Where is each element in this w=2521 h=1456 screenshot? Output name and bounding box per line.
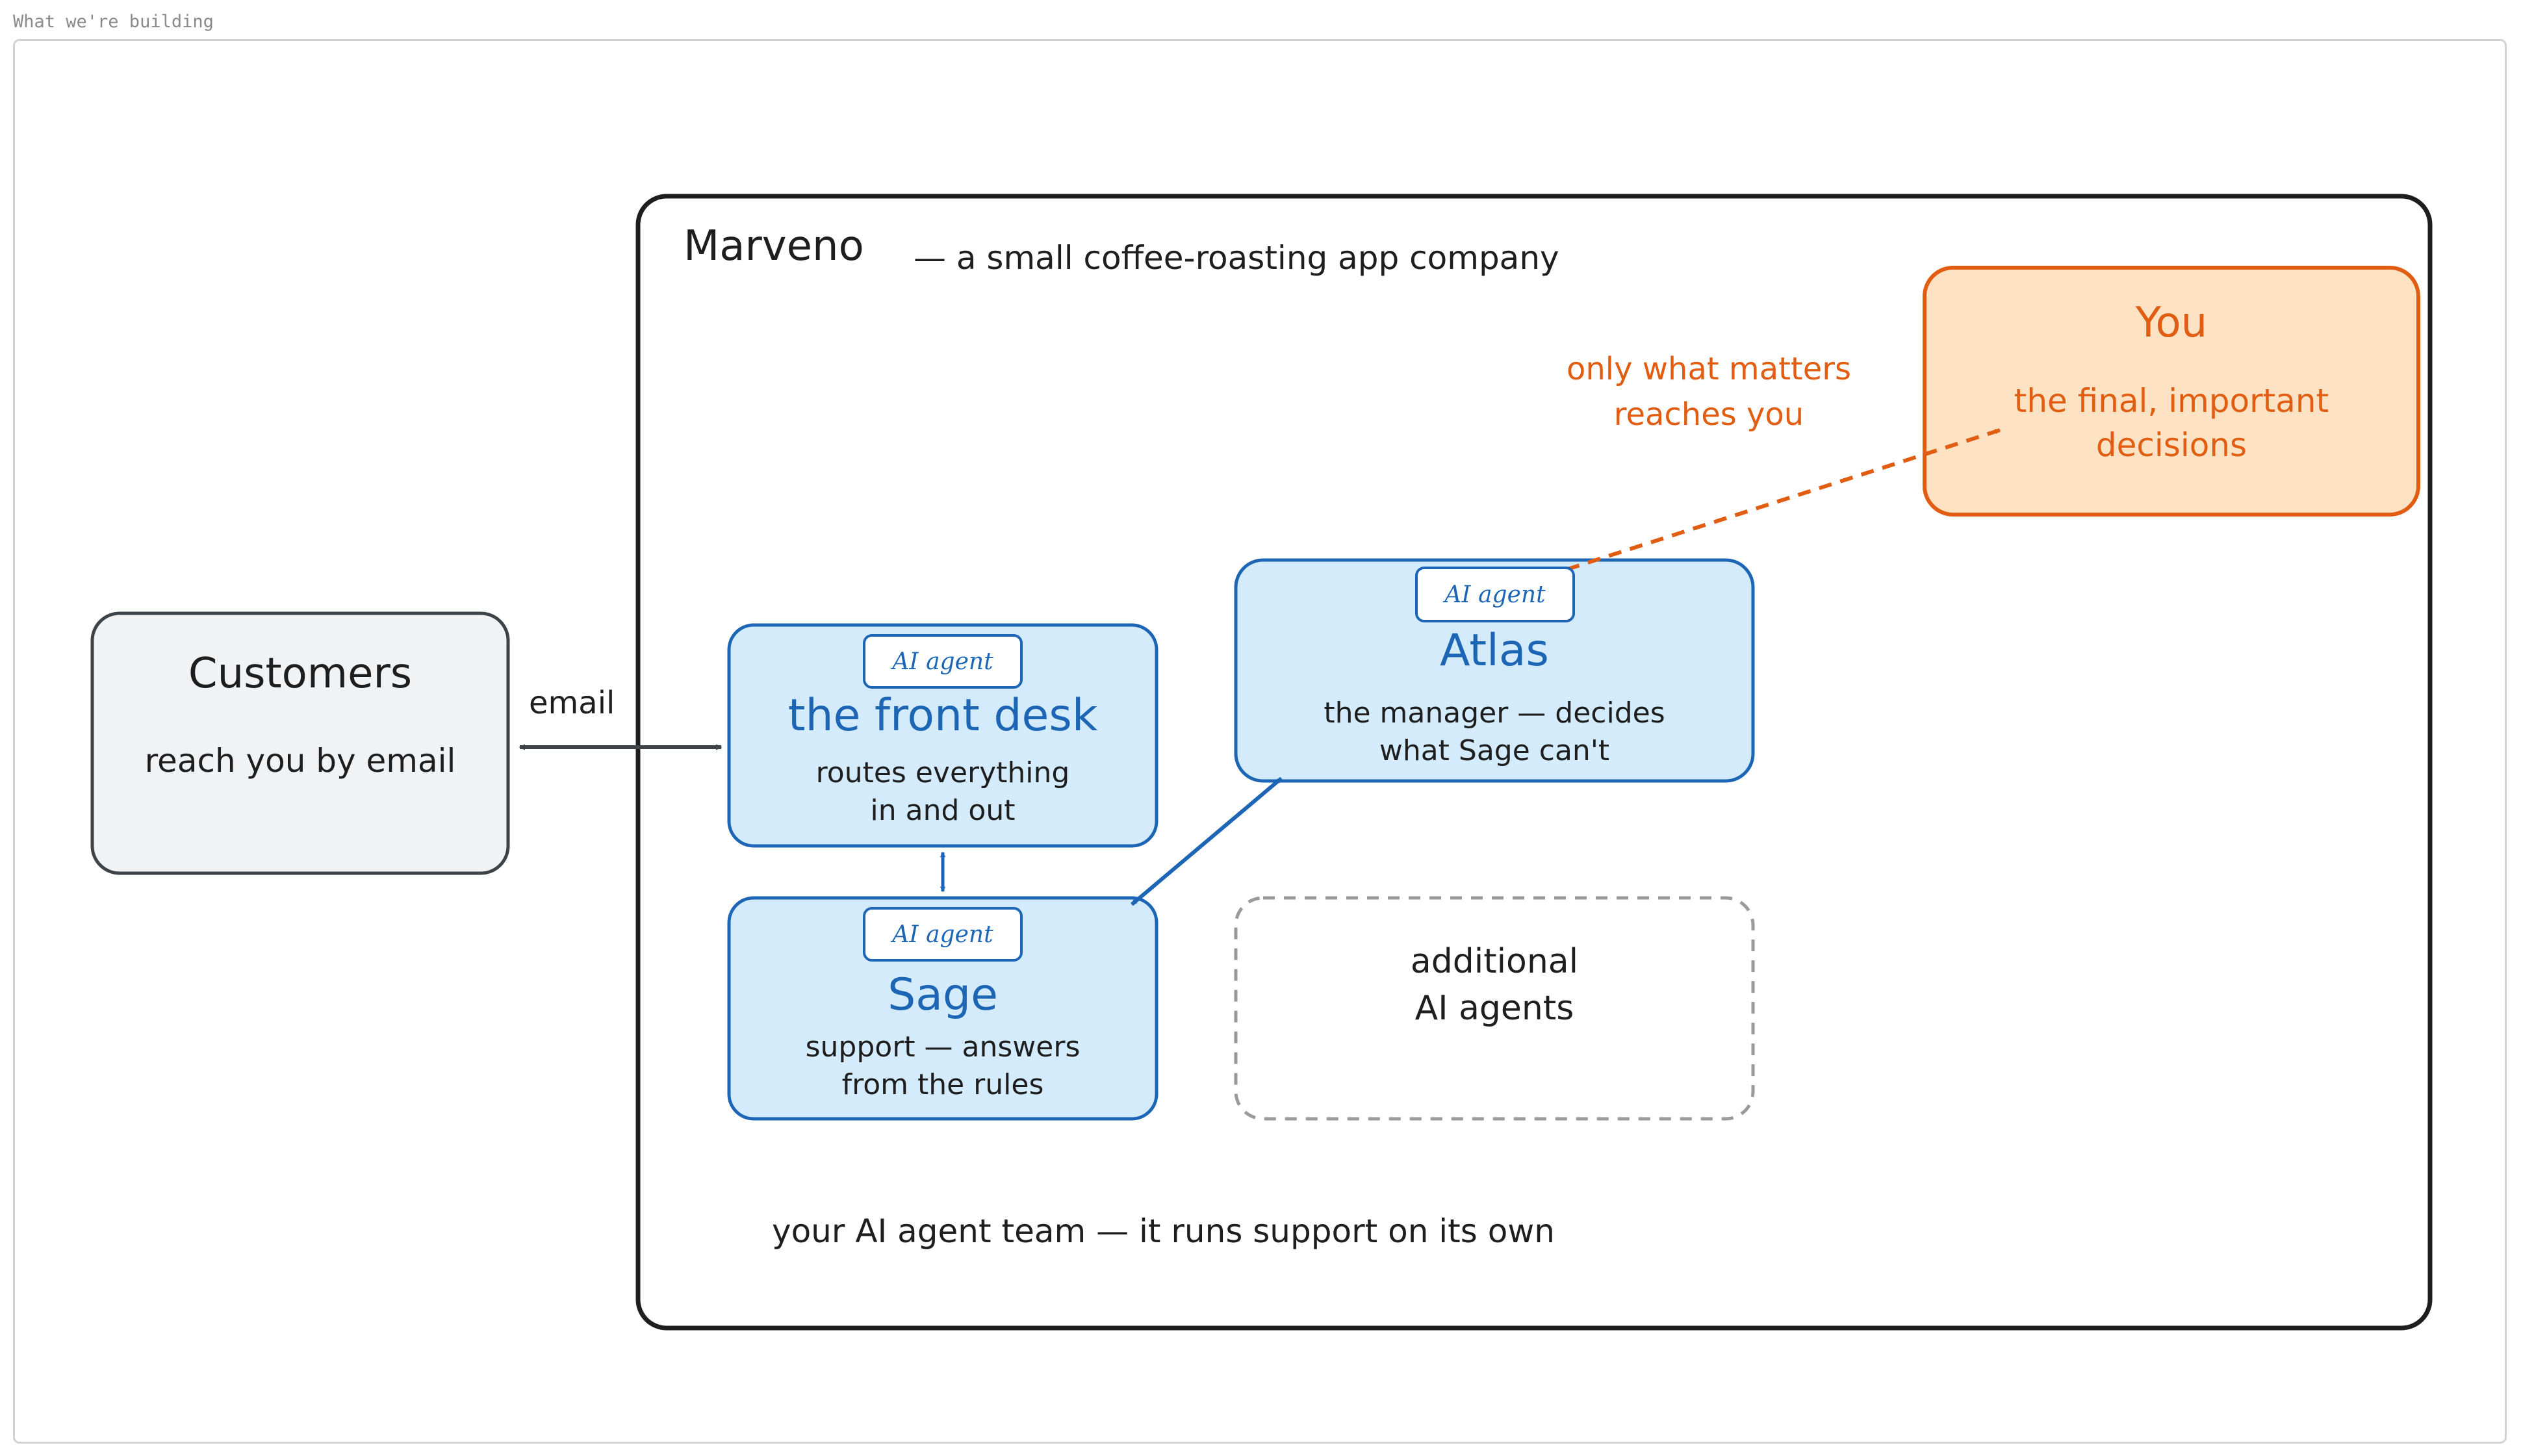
agent-team-caption: your AI agent team — it runs support on … (772, 1212, 1555, 1250)
company-container (635, 194, 2433, 1331)
front-desk-line2: in and out (870, 794, 1016, 827)
customers-subtitle: reach you by email (144, 742, 456, 780)
atlas-box (1234, 558, 1755, 783)
atlas-ai-agent-badge: AI agent (1415, 567, 1575, 622)
company-tagline: — a small coffee-roasting app company (914, 239, 1559, 277)
front-desk-ai-agent-badge: AI agent (863, 634, 1023, 689)
frame-label: What we're building (13, 12, 214, 32)
additional-agents-box (1234, 896, 1755, 1121)
front-desk-line1: routes everything (815, 756, 1070, 789)
diagram-frame (13, 39, 2507, 1444)
front-desk-title: the front desk (787, 690, 1098, 741)
customers-title: Customers (188, 650, 413, 698)
additional-line2: AI agents (1414, 989, 1574, 1028)
sage-atlas-arrow (1131, 776, 1283, 906)
sage-ai-agent-badge: AI agent (863, 907, 1023, 962)
sage-box (727, 896, 1158, 1121)
you-line2: decisions (2095, 426, 2247, 464)
you-box (1923, 266, 2420, 517)
you-line1: the final, important (2014, 382, 2329, 420)
you-title: You (2135, 299, 2208, 347)
sage-line2: from the rules (841, 1068, 1044, 1101)
customers-box (90, 611, 510, 875)
escalation-label-line2: reaches you (1613, 396, 1804, 433)
front-desk-box (727, 623, 1158, 848)
additional-line1: additional (1410, 942, 1579, 981)
atlas-line1: the manager — decides (1324, 696, 1665, 730)
escalation-label-line1: only what matters (1566, 351, 1852, 387)
atlas-title: Atlas (1440, 625, 1549, 676)
company-name: Marveno (684, 222, 864, 270)
sage-line1: support — answers (805, 1030, 1081, 1064)
sage-title: Sage (888, 969, 998, 1021)
atlas-line2: what Sage can't (1379, 734, 1610, 767)
email-label: email (529, 685, 615, 721)
